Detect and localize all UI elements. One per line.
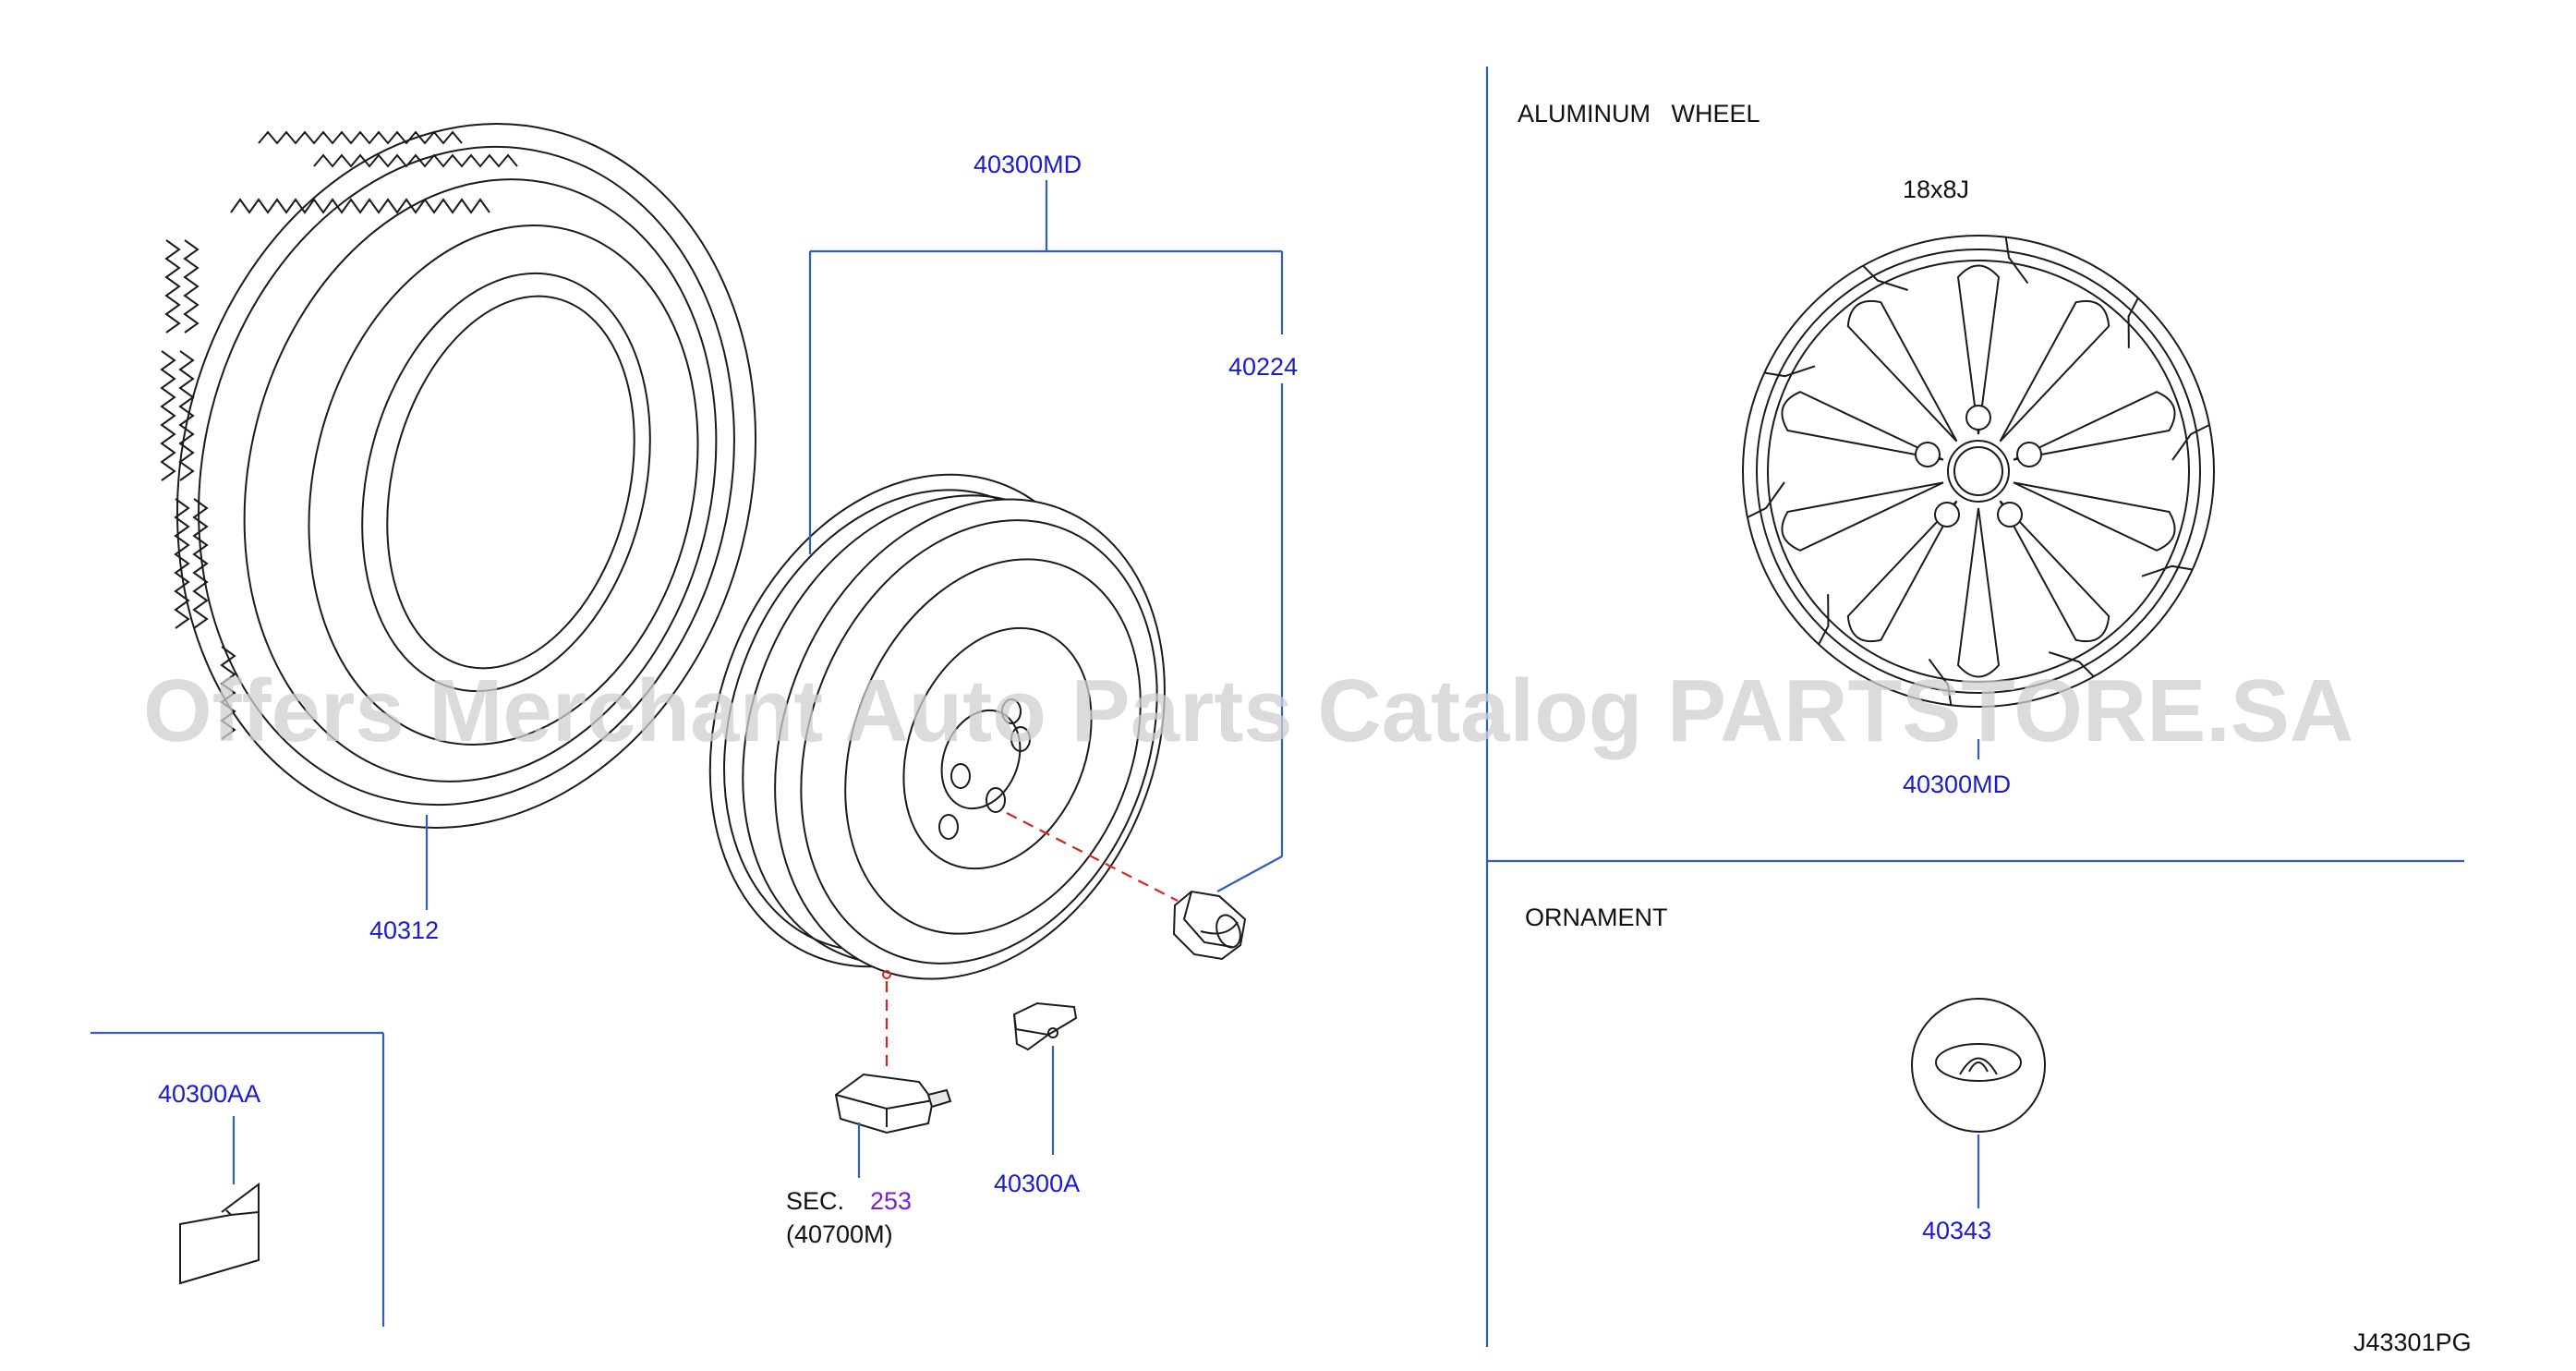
ornament-title: ORNAMENT xyxy=(1525,904,1668,931)
steel-wheel-illustration[interactable] xyxy=(639,414,1234,1037)
tire-illustration[interactable] xyxy=(104,62,828,890)
label-wheel-assembly[interactable]: 40300MD xyxy=(974,151,1082,178)
label-aluminum-wheel[interactable]: 40300MD xyxy=(1903,770,2011,798)
valve-weight-illustration[interactable] xyxy=(1012,1001,1078,1051)
alignment-dashes xyxy=(885,812,1179,1074)
label-sec-prefix: SEC. xyxy=(786,1187,844,1215)
aluminum-wheel-illustration[interactable] xyxy=(1742,235,2215,708)
label-sec-number[interactable]: 253 xyxy=(870,1187,912,1215)
diagram-code: J43301PG xyxy=(2353,1329,2472,1356)
ornament-illustration[interactable] xyxy=(1911,998,2046,1133)
label-wheel-nut[interactable]: 40224 xyxy=(1228,353,1298,381)
leader-lines xyxy=(232,180,1980,1208)
aluminum-wheel-title: ALUMINUM WHEEL xyxy=(1518,100,1760,127)
panel-frames xyxy=(91,67,2464,1347)
label-tpms-part: (40700M) xyxy=(786,1220,893,1248)
tpms-sensor-illustration[interactable] xyxy=(834,1073,952,1134)
aluminum-wheel-size: 18x8J xyxy=(1903,176,1969,203)
label-tire[interactable]: 40312 xyxy=(369,916,439,944)
label-valve-weight[interactable]: 40300A xyxy=(994,1170,1080,1197)
balance-clip-illustration[interactable] xyxy=(179,1183,260,1285)
label-ornament[interactable]: 40343 xyxy=(1922,1217,1991,1244)
watermark: Offers Merchant Auto Parts Catalog PARTS… xyxy=(143,661,2353,760)
label-balance-clip[interactable]: 40300AA xyxy=(158,1080,260,1108)
part-labels: 40300MD 40224 40312 40300AA 40300A SEC. … xyxy=(158,100,2472,1356)
wheel-nut-illustration[interactable] xyxy=(1172,890,1247,961)
